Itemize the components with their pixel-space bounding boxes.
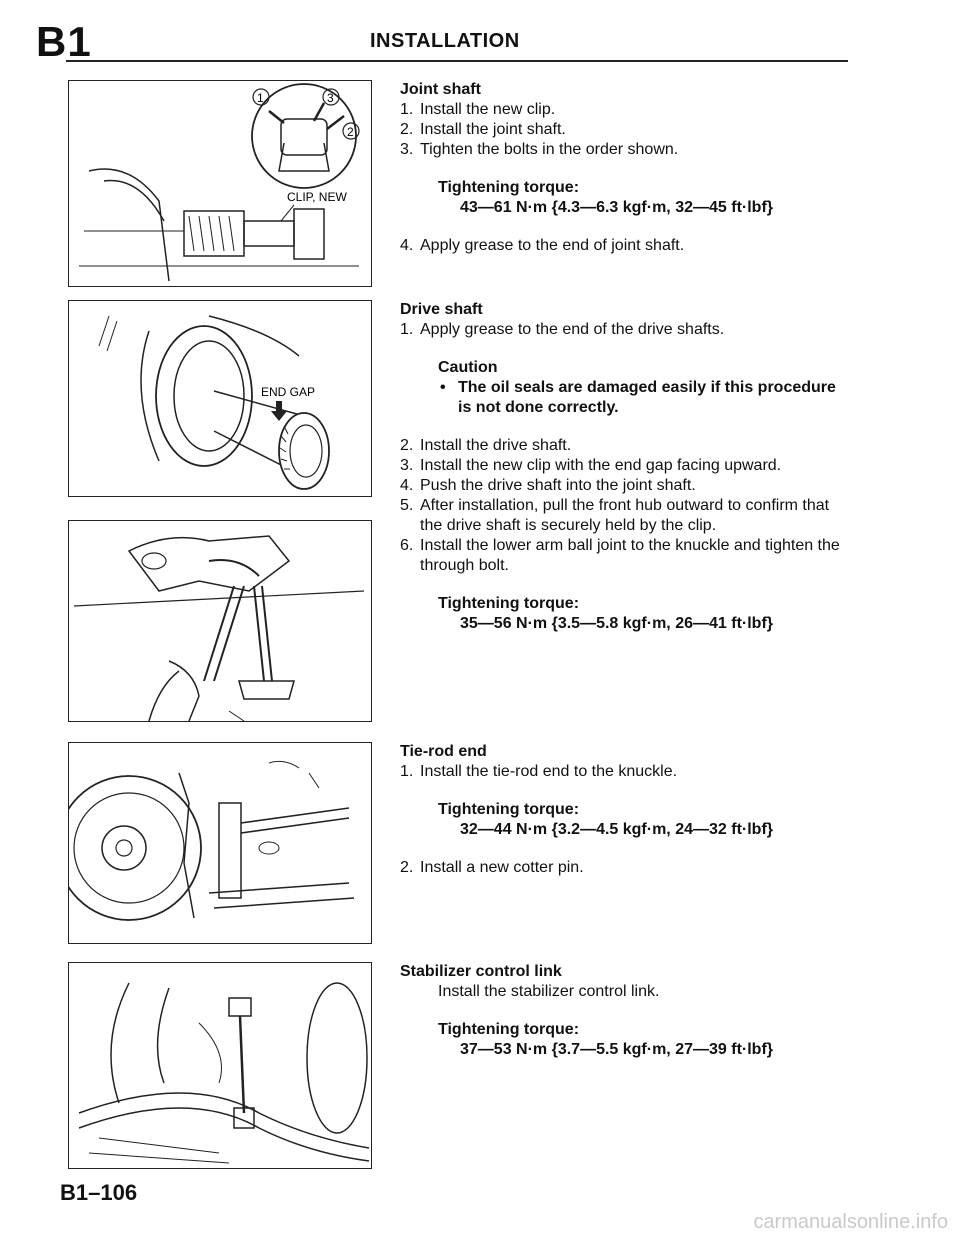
step-number: 1. [400,763,414,780]
step-number: 3. [400,457,414,474]
watermark: carmanualsonline.info [753,1211,948,1233]
list-item: 2. Install a new cotter pin. [400,858,850,878]
joint-shaft-heading: Joint shaft [400,81,481,98]
step-number: 2. [400,859,414,876]
step-text: After installation, pull the front hub o… [420,497,830,534]
step-number: 2. [400,437,414,454]
list-item: 2. Install the joint shaft. [400,120,850,140]
list-item: 1. Apply grease to the end of the drive s… [400,320,850,340]
tie-rod-heading: Tie-rod end [400,743,487,760]
callout-2-circle [342,122,360,140]
caution-text: The oil seals are damaged easily if this… [458,379,836,416]
step-text: Install the new clip with the end gap fa… [420,457,782,474]
list-item: 1. Install the new clip. [400,100,850,120]
stabilizer-link-illustration [78,982,370,1164]
stabilizer-section: Stabilizer control link Install the stab… [400,962,850,1060]
torque-label: Tightening torque: [438,179,580,196]
torque-wrench-illustration [73,535,365,721]
step-number: 4. [400,237,414,254]
end-gap-illustration: END GAP [98,315,330,490]
joint-shaft-illustration: 1 3 2 CLIP, NEW [79,83,360,282]
caution-item: • The oil seals are damaged easily if thi… [400,378,850,418]
drive-shaft-section: Drive shaft 1. Apply grease to the end of… [400,300,850,634]
step-number: 2. [400,121,414,138]
step-number: 6. [400,537,414,554]
callout-1: 1 [257,91,264,105]
joint-shaft-section: Joint shaft 1. Install the new clip. 2. In… [400,80,850,256]
step-text: Install the lower arm ball joint to the … [420,537,840,574]
step-number: 1. [400,321,414,338]
tie-rod-illustration [69,760,355,921]
step-text: Install the new clip. [420,101,556,118]
callout-3-circle [322,88,340,106]
figure-end-gap: END GAP [68,300,372,497]
figure-joint-shaft: 1 3 2 CLIP, NEW [68,80,372,287]
torque-value: 37—53 N·m {3.7—5.5 kgf·m, 27—39 ft·lbf} [460,1041,773,1058]
step-text: Install a new cotter pin. [420,859,584,876]
torque-value: 43—61 N·m {4.3—6.3 kgf·m, 32—45 ft·lbf} [460,199,773,216]
callout-3: 3 [327,91,334,105]
step-number: 3. [400,141,414,158]
caution-label: Caution [438,359,498,376]
list-item: 3. Tighten the bolts in the order shown. [400,140,850,160]
step-text: Apply grease to the end of the drive sha… [420,321,725,338]
clip-new-label: CLIP, NEW [287,190,347,204]
torque-value: 32—44 N·m {3.2—4.5 kgf·m, 24—32 ft·lbf} [460,821,773,838]
list-item: 3. Install the new clip with the end gap … [400,456,850,476]
list-item: 4. Push the drive shaft into the joint sh… [400,476,850,496]
stabilizer-text: Install the stabilizer control link. [438,983,660,1000]
stabilizer-heading: Stabilizer control link [400,963,562,980]
arrow-down-icon [271,401,287,421]
step-number: 4. [400,477,414,494]
end-gap-label: END GAP [261,385,315,399]
step-text: Install the drive shaft. [420,437,572,454]
section-code: B1 [36,18,92,65]
callout-2: 2 [347,125,354,139]
drive-shaft-heading: Drive shaft [400,301,483,318]
tie-rod-section: Tie-rod end 1. Install the tie-rod end to… [400,742,850,878]
torque-label: Tightening torque: [438,595,580,612]
bullet-icon: • [440,379,446,396]
list-item: 4. Apply grease to the end of joint shaft… [400,236,850,256]
list-item: 5. After installation, pull the front hub… [400,496,850,536]
figure-torque-wrench [68,520,372,722]
step-text: Push the drive shaft into the joint shaf… [420,477,696,494]
step-text: Install the tie-rod end to the knuckle. [420,763,678,780]
list-item: 1. Install the tie-rod end to the knuckle… [400,762,850,782]
torque-value: 35—56 N·m {3.5—5.8 kgf·m, 26—41 ft·lbf} [460,615,773,632]
step-number: 1. [400,101,414,118]
step-text: Install the joint shaft. [420,121,566,138]
torque-label: Tightening torque: [438,1021,580,1038]
page-title: INSTALLATION [370,30,520,52]
step-text: Tighten the bolts in the order shown. [420,141,679,158]
torque-label: Tightening torque: [438,801,580,818]
list-item: 2. Install the drive shaft. [400,436,850,456]
header-rule [66,60,848,62]
figure-tie-rod [68,742,372,944]
list-item: 6. Install the lower arm ball joint to th… [400,536,850,576]
callout-1-circle [252,88,270,106]
step-text: Apply grease to the end of joint shaft. [420,237,685,254]
page-number: B1–106 [60,1180,138,1205]
step-number: 5. [400,497,414,514]
figure-stabilizer-link [68,962,372,1169]
